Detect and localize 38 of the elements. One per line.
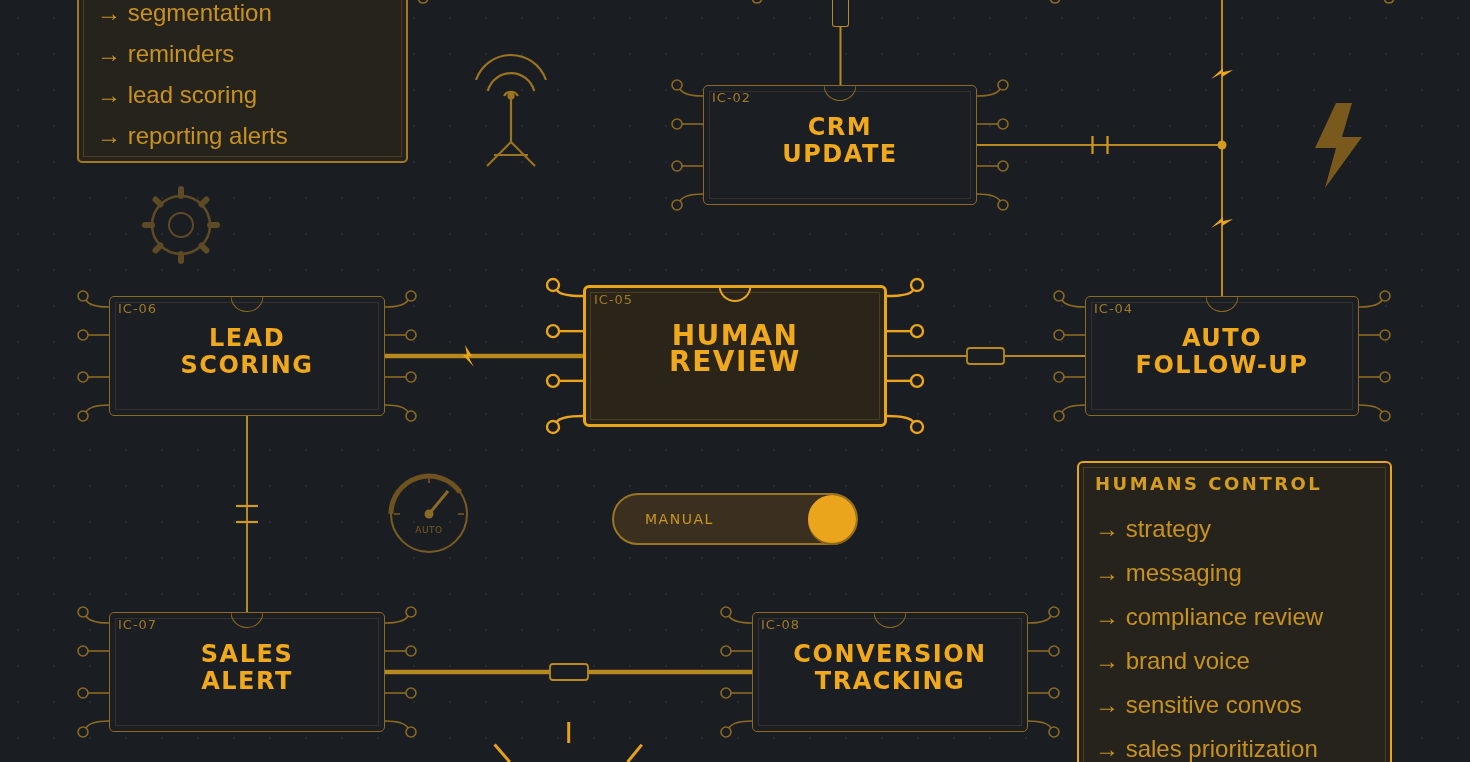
wire: [839, 26, 842, 86]
list-item: → reporting alerts: [97, 123, 288, 149]
chip-box: [583, 285, 887, 427]
chip-box: [109, 296, 385, 416]
wire: [246, 415, 248, 613]
wire: [385, 353, 583, 359]
toggle-switch: MANUAL: [612, 493, 858, 545]
list-item: → compliance review: [1095, 604, 1324, 630]
chip-box: [1085, 296, 1359, 416]
chip-id-label: IC-05: [594, 292, 634, 307]
list-item: → lead scoring: [97, 82, 258, 108]
list-panel: [1077, 461, 1392, 762]
resistor-symbol: [832, 0, 849, 27]
list-item: → segmentation: [97, 0, 272, 26]
chip-title: CRM UPDATE: [782, 114, 898, 168]
list-item: → sales prioritization: [1095, 736, 1318, 762]
list-item: → sensitive convos: [1095, 692, 1302, 718]
chip-box: [752, 612, 1028, 732]
chip-id-label: IC-02: [712, 90, 752, 105]
list-item: → brand voice: [1095, 648, 1250, 674]
chip-id-label: IC-06: [118, 301, 158, 316]
list-item: → messaging: [1095, 560, 1242, 586]
chip-box: [109, 612, 385, 732]
wire: [385, 669, 752, 675]
chip-id-label: IC-08: [761, 617, 801, 632]
chip-title: CONVERSION TRACKING: [793, 641, 987, 695]
list-item: → reminders: [97, 41, 235, 67]
panel-heading: HUMANS CONTROL: [1095, 473, 1323, 495]
chip-box: [703, 85, 977, 205]
chip-title: LEAD SCORING: [180, 325, 314, 379]
list-item: → strategy: [1095, 516, 1212, 542]
chip-id-label: IC-07: [118, 617, 158, 632]
chip-title: AUTO FOLLOW-UP: [1135, 325, 1309, 379]
gauge-label: AUTO: [414, 524, 444, 536]
list-panel: [77, 0, 408, 163]
chip-title: SALES ALERT: [200, 641, 294, 695]
chip-id-label: IC-04: [1094, 301, 1134, 316]
chip-title: HUMAN REVIEW: [669, 323, 801, 375]
